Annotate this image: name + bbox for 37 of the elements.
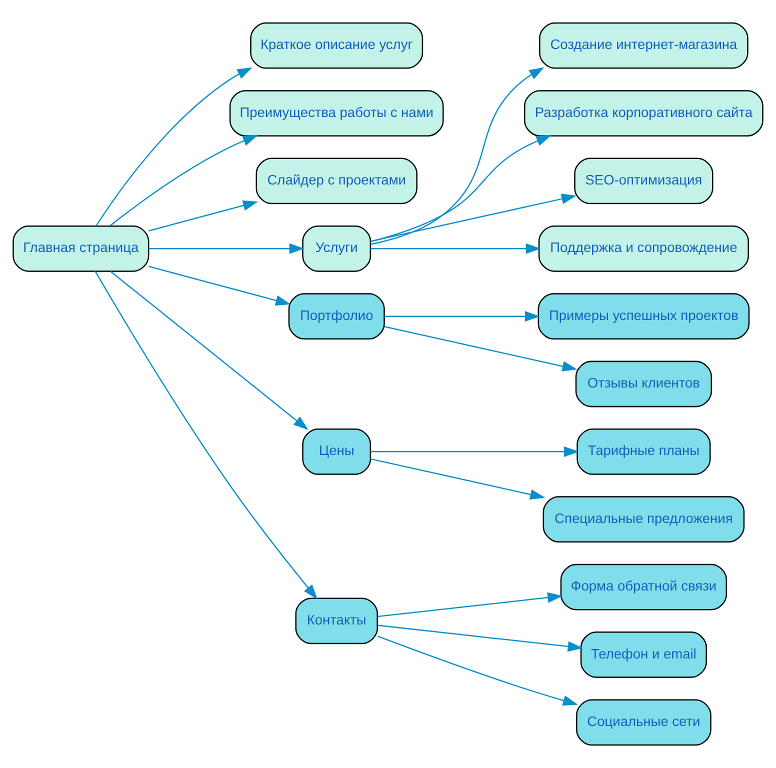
node-box: Специальные предложения — [542, 496, 745, 543]
node-box: Разработка корпоративного сайта — [524, 90, 764, 136]
node-box: Примеры успешных проектов — [538, 293, 750, 340]
node-box: Слайдер с проектами — [256, 158, 418, 204]
node-box: Форма обратной связи — [560, 564, 728, 610]
arrow — [370, 67, 544, 245]
node-box: Услуги — [302, 225, 372, 272]
node-box: Отзывы клиентов — [575, 360, 712, 408]
node-box: Главная страница — [12, 225, 150, 272]
arrow — [94, 271, 318, 600]
node-box: SEO-оптимизация — [574, 158, 714, 204]
node-box: Контакты — [295, 598, 378, 644]
node-box: Поддержка и сопровождение — [538, 225, 749, 272]
node-box: Создание интернет-магазина — [539, 22, 748, 69]
node-box: Портфолио — [288, 293, 385, 340]
arrow — [148, 243, 304, 254]
arrow — [384, 326, 578, 372]
arrow — [377, 636, 578, 706]
arrow — [110, 135, 258, 226]
arrow — [378, 624, 583, 652]
arrow — [370, 458, 546, 500]
arrow — [370, 194, 577, 242]
node-box: Социальные сети — [576, 699, 712, 746]
arrow — [370, 135, 552, 242]
arrow — [148, 200, 258, 232]
node-box: Преимущества работы с нами — [229, 90, 444, 136]
arrow — [110, 271, 308, 430]
arrow — [148, 266, 291, 306]
arrow — [96, 67, 252, 226]
node-box: Телефон и email — [580, 632, 707, 678]
node-box: Цены — [302, 428, 372, 475]
arrow — [370, 446, 579, 457]
arrow — [370, 243, 541, 254]
arrow — [378, 592, 563, 618]
arrow — [384, 311, 540, 322]
node-box: Тарифные планы — [576, 428, 711, 475]
node-box: Краткое описание услуг — [250, 22, 424, 69]
